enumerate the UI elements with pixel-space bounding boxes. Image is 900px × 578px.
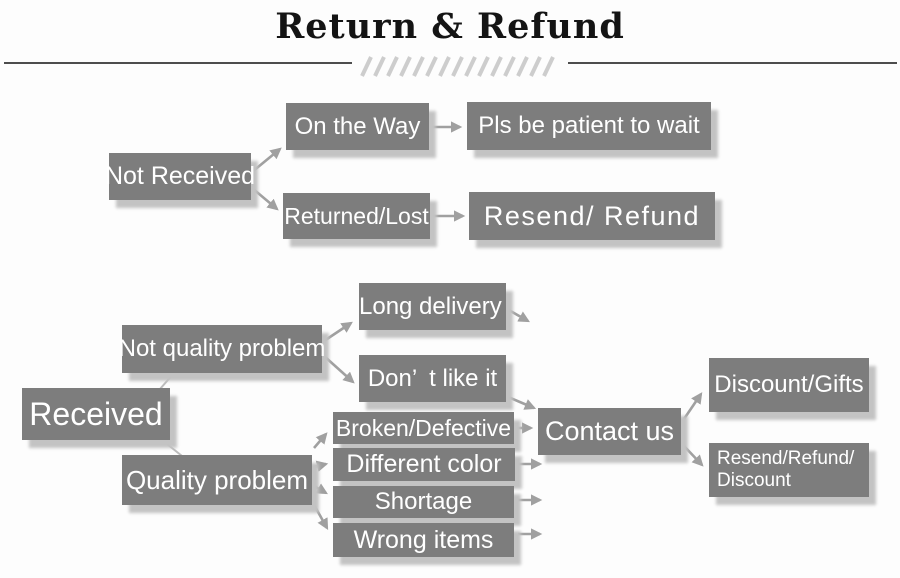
- node-on-the-way: On the Way: [286, 103, 429, 150]
- node-not-quality-problem: Not quality problem: [119, 325, 325, 373]
- node-dont-like-it: Don’ t like it: [359, 355, 506, 402]
- thin-connectors: [159, 372, 183, 457]
- node-broken-defective: Broken/Defective: [333, 412, 514, 444]
- node-received: Received: [22, 388, 170, 440]
- node-different-color: Different color: [333, 448, 515, 481]
- node-wrong-items: Wrong items: [333, 523, 514, 557]
- node-resend-refund-discount-line1: Resend/Refund/: [717, 448, 855, 470]
- hatch-decoration: [360, 56, 555, 77]
- node-not-received: Not Received: [105, 153, 255, 200]
- connector-arrows: [251, 121, 704, 540]
- node-pls-be-patient: Pls be patient to wait: [467, 102, 711, 150]
- node-quality-problem: Quality problem: [122, 455, 312, 505]
- node-long-delivery: Long delivery: [359, 283, 506, 330]
- node-resend-refund-discount: Resend/Refund/ Discount: [709, 443, 869, 497]
- node-discount-gifts: Discount/Gifts: [709, 358, 869, 412]
- page-title: Return & Refund: [275, 6, 625, 47]
- node-returned-lost: Returned/Lost: [283, 193, 430, 239]
- node-resend-refund: Resend/ Refund: [469, 192, 715, 240]
- node-shortage: Shortage: [333, 486, 514, 518]
- node-contact-us: Contact us: [538, 408, 681, 455]
- node-resend-refund-discount-line2: Discount: [717, 470, 791, 491]
